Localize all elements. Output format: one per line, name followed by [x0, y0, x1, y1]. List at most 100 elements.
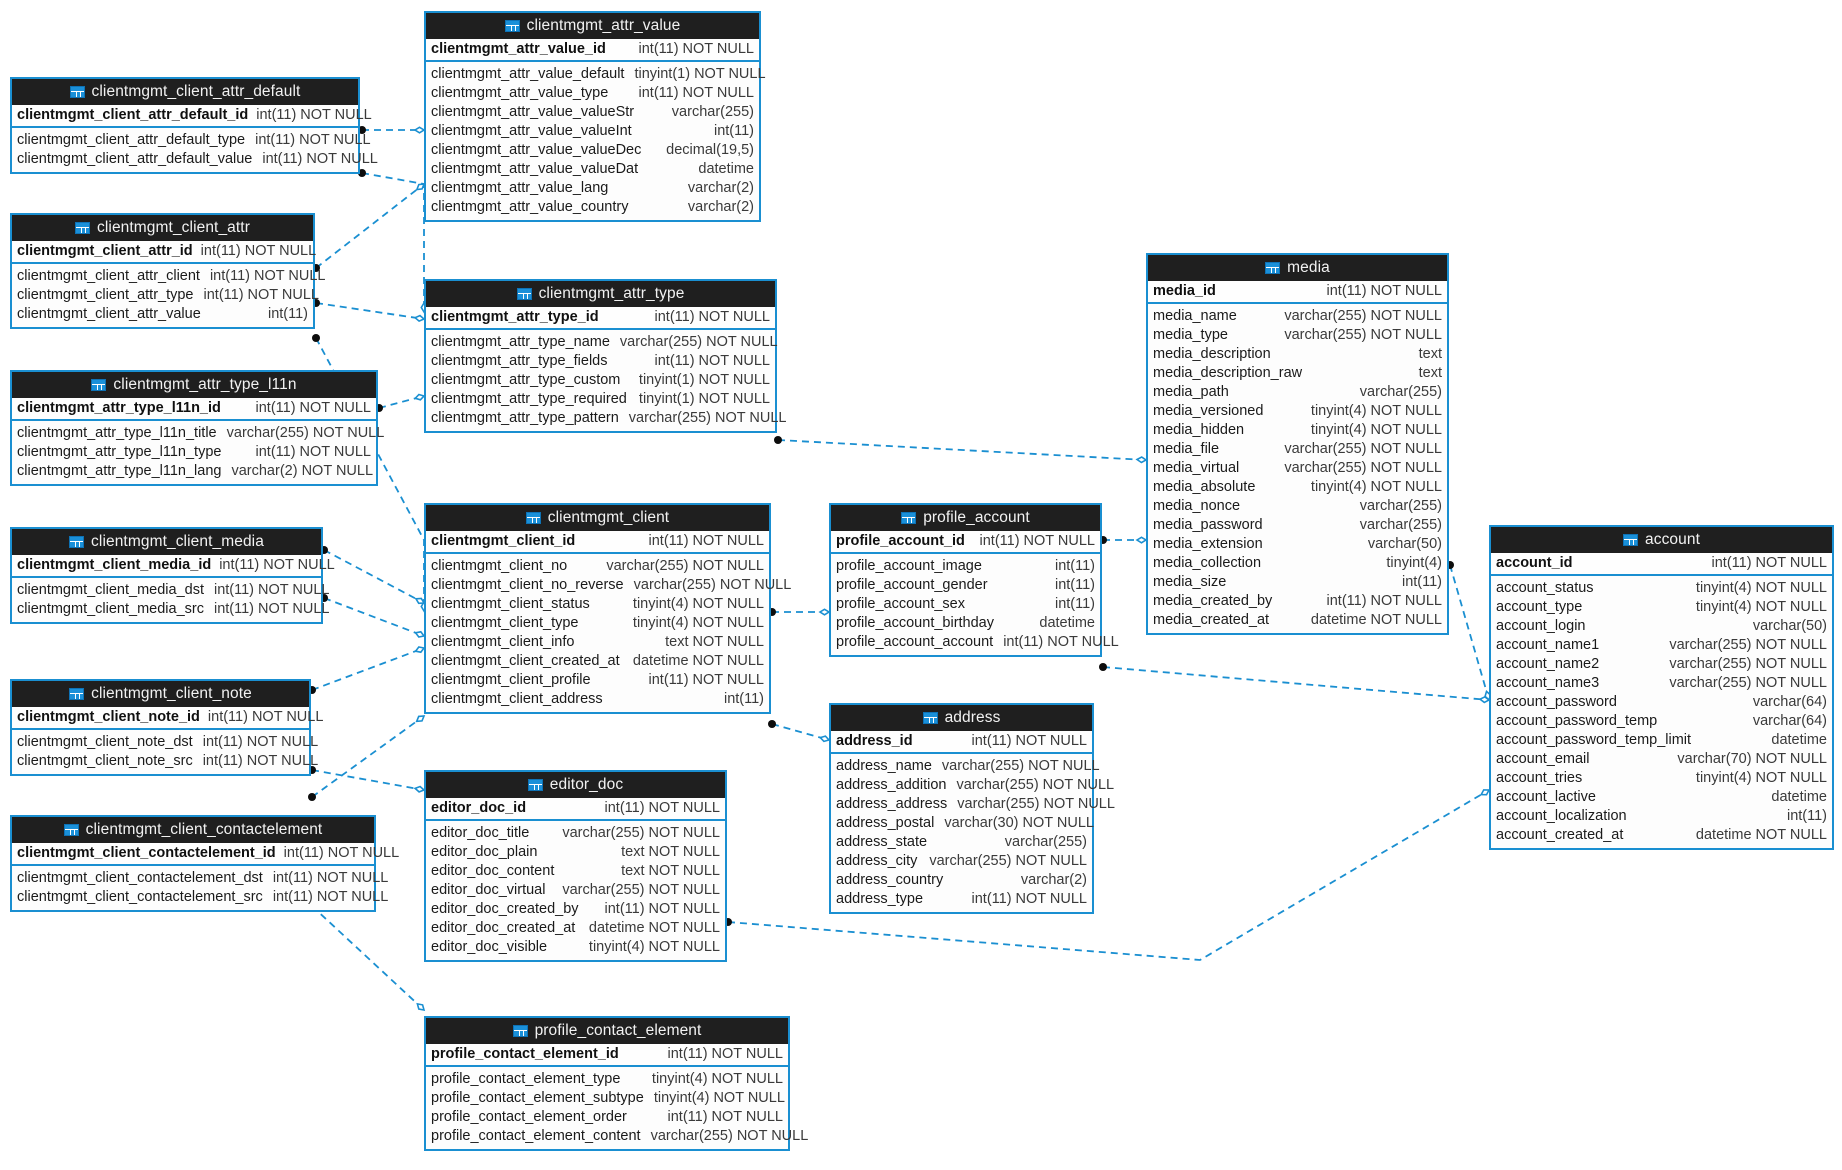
table-header-clientmgmt_client_media[interactable]: clientmgmt_client_media — [12, 529, 321, 555]
table-clientmgmt_attr_type_l11n[interactable]: clientmgmt_attr_type_l11n clientmgmt_attr… — [10, 370, 384, 486]
table-header-clientmgmt_attr_type[interactable]: clientmgmt_attr_type — [426, 281, 775, 307]
table-header-clientmgmt_client_contactelement[interactable]: clientmgmt_client_contactelement — [12, 817, 374, 843]
table-header-media[interactable]: media — [1148, 255, 1447, 281]
table-header-clientmgmt_attr_type_l11n[interactable]: clientmgmt_attr_type_l11n — [12, 372, 376, 398]
table-header-clientmgmt_client_note[interactable]: clientmgmt_client_note — [12, 681, 309, 707]
table-header-profile_account[interactable]: profile_account — [831, 505, 1100, 531]
table-header-editor_doc[interactable]: editor_doc — [426, 772, 725, 798]
table-header-clientmgmt_client_attr[interactable]: clientmgmt_client_attr — [12, 215, 313, 241]
table-header-address[interactable]: address — [831, 705, 1092, 731]
table-header-clientmgmt_client[interactable]: clientmgmt_client — [426, 505, 769, 531]
table-header-profile_contact_element[interactable]: profile_contact_element — [426, 1018, 788, 1044]
